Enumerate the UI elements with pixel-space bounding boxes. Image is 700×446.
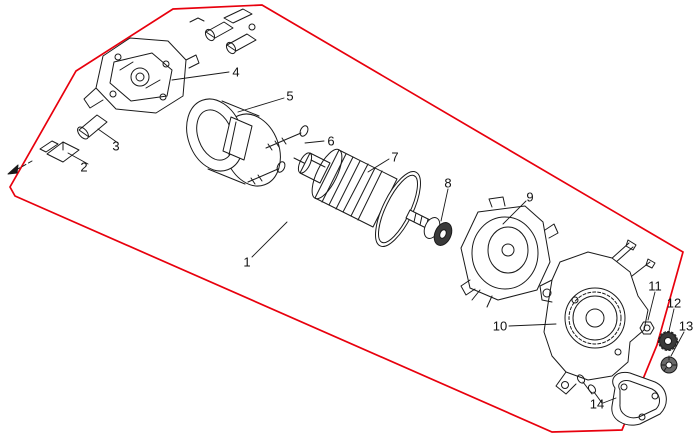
part6-screws (247, 125, 309, 185)
part9-end-cover (460, 196, 559, 308)
part7-armature (293, 148, 442, 247)
callout-9: 9 (526, 189, 534, 205)
leader-lines (67, 71, 685, 404)
callout-12: 12 (666, 295, 682, 311)
callout-8: 8 (444, 175, 452, 191)
callout-11: 11 (648, 278, 662, 294)
part2-brush-holder (39, 140, 80, 163)
part13-lock-washer (660, 355, 678, 374)
part8-washer (423, 217, 453, 246)
callout-14: 14 (589, 396, 605, 412)
part4-front-bracket (83, 37, 200, 114)
callout-1: 1 (243, 254, 251, 270)
callout-2: 2 (80, 159, 88, 175)
callout-5: 5 (286, 88, 294, 104)
direction-arrow (7, 160, 33, 175)
callout-7: 7 (391, 149, 399, 165)
parts-linework (7, 8, 685, 426)
part10-drive-housing (539, 239, 656, 395)
callout-6: 6 (327, 133, 335, 149)
callout-13: 13 (678, 318, 694, 334)
part11-nut (639, 321, 655, 335)
callout-3: 3 (112, 138, 120, 154)
part12-gear (658, 331, 678, 351)
part5-motor-yoke (186, 98, 281, 187)
callout-10: 10 (492, 318, 508, 334)
callout-4: 4 (232, 64, 240, 80)
part3-brush (77, 114, 108, 140)
brush-set-parts (189, 8, 257, 55)
part14-cover-plate (576, 371, 667, 426)
assembly-outline-polygon (9, 4, 684, 433)
